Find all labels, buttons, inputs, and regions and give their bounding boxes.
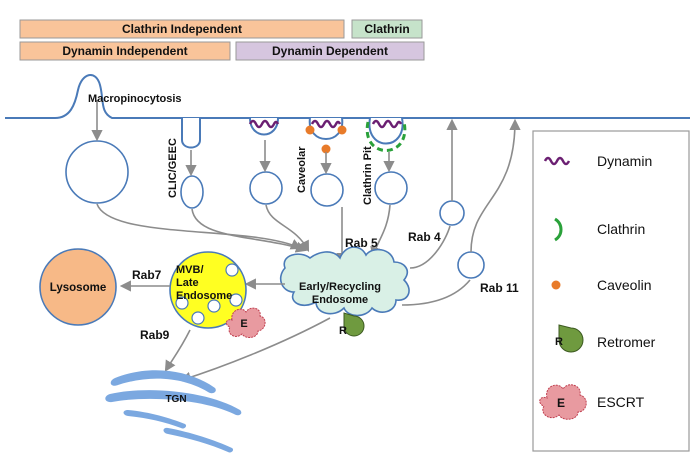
rab4-label: Rab 4 [408,230,441,244]
arrow [164,329,191,372]
retromer-letter: R [339,325,347,337]
arrow [191,208,308,253]
rab7-label: Rab7 [132,268,162,282]
caveolar-vesicle [310,173,344,207]
legend-clathrin-label: Clathrin [597,221,645,237]
tgn-cisterna [123,410,187,429]
caveolin-icon [305,125,315,135]
clic-vesicle [180,175,204,209]
escrt-letter: E [240,318,247,330]
retromer-icon [558,324,584,353]
rab11-label: Rab 11 [480,281,519,295]
mvb-label-line1: MVB/ [176,264,204,276]
tgn-label: TGN [165,394,186,405]
clathrin-bar [351,19,423,39]
escrt-icon [225,307,266,339]
caveolar-label: Caveolar [296,146,308,193]
arrow [96,203,303,250]
dynamin-dependent-bar [235,41,425,61]
tgn-cisterna [163,427,234,453]
legend-caveolin-label: Caveolin [597,277,651,293]
mvb-label-line3: Endosome [176,290,232,302]
dynamin-icon [248,119,280,129]
plasma-membrane [5,74,690,119]
tgn-cisterna [110,370,216,394]
arrow [409,225,451,269]
early-endosome-label-line1: Early/Recycling [299,281,381,293]
legend-dynamin-label: Dynamin [597,153,652,169]
clathrin-icon [365,121,407,152]
mvb-intraluminal-vesicle [207,299,221,313]
macropinosome-vesicle [65,140,129,204]
dynamin-independent-bar [19,41,231,61]
rab11-vesicle [457,251,485,279]
rab5-label: Rab 5 [345,236,378,250]
clathrin-independent-label: Clathrin Independent [122,22,242,36]
dynamin-icon [310,119,342,129]
arrow [470,118,521,253]
tgn-cisterna [105,390,242,416]
arrow [401,279,471,306]
caveolin-icon [321,144,331,154]
dynamin-vesicle [249,171,283,205]
escrt-icon [539,384,587,420]
early-endosome-label-line2: Endosome [312,294,368,306]
dynamin-independent-label: Dynamin Independent [62,44,187,58]
rab4-vesicle [439,200,465,226]
clathrin-independent-bar [19,19,345,39]
dynamin-icon [543,156,571,166]
clathrin-label: Clathrin [364,22,409,36]
macropinocytosis-label: Macropinocytosis [88,93,182,105]
mvb-intraluminal-vesicle [229,293,243,307]
legend-retromer-label: Retromer [597,334,656,350]
mvb-label-line2: Late [176,277,199,289]
mvb-intraluminal-vesicle [175,296,189,310]
early-recycling-endosome [279,246,410,317]
arrow [179,317,331,383]
retromer-icon [343,312,365,337]
clathrin-icon [554,217,563,242]
lysosome [39,248,117,326]
dynamin-icon [371,119,403,129]
mvb-intraluminal-vesicle [191,311,205,325]
dynamin-dependent-label: Dynamin Dependent [272,44,388,58]
rab9-label: Rab9 [140,328,170,342]
legend-escrt-label: ESCRT [597,394,645,410]
caveolin-icon [337,125,347,135]
legend-escrt-letter: E [557,396,565,410]
clic-invagination [181,118,201,149]
clathrin-vesicle [374,171,408,205]
legend-retromer-letter: R [555,336,563,348]
caveolin-icon [551,280,561,290]
arrow [265,204,310,252]
clic-geec-label: CLIC/GEEC [167,138,179,198]
clathrin-pit-label: Clathrin Pit [362,146,374,205]
mvb-intraluminal-vesicle [225,263,239,277]
lysosome-label: Lysosome [50,282,106,294]
